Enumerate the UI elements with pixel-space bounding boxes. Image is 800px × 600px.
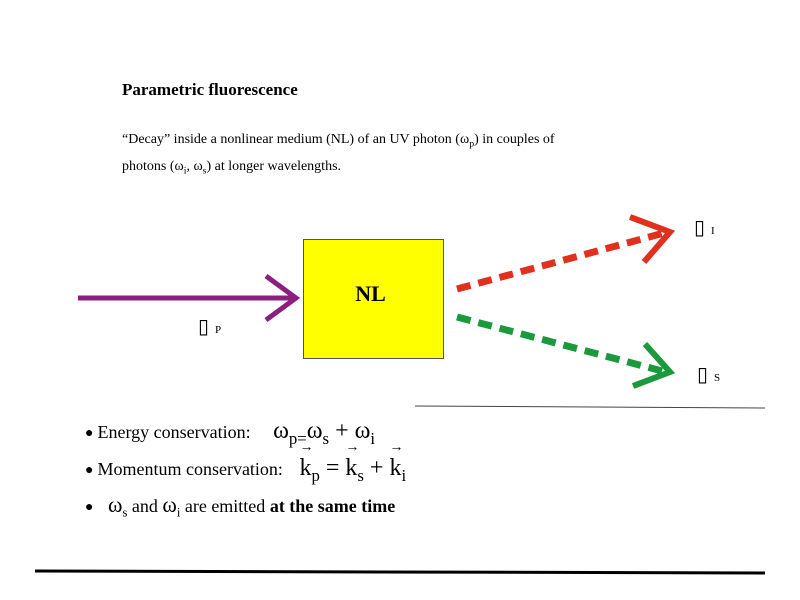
- omega-symbol: ω: [107, 492, 123, 517]
- description-line-1: “Decay” inside a nonlinear medium (NL) o…: [122, 128, 555, 155]
- subscript-i: i: [370, 428, 376, 448]
- same-time-text: at the same time: [269, 496, 396, 516]
- momentum-bullet: ●Momentum conservation: kp = ks + ki: [85, 441, 406, 486]
- bullet-dot: ●: [85, 426, 94, 441]
- energy-label: Energy conservation:: [97, 422, 251, 442]
- subscript-s: s: [202, 165, 207, 177]
- omega-symbol: ω: [273, 418, 289, 444]
- k-vector: k: [299, 441, 313, 482]
- omega-symbol: ω: [306, 418, 323, 444]
- omega-symbol: ω: [459, 132, 470, 147]
- description-text: ,: [186, 159, 194, 175]
- nonlinear-medium-box: [303, 239, 444, 359]
- emitted-text: are emitted: [184, 496, 266, 516]
- plus-sign: +: [335, 418, 349, 444]
- subscript-i: i: [176, 505, 181, 520]
- signal-arrowhead: [631, 342, 676, 389]
- idler-beam: [456, 229, 665, 293]
- omega-symbol: ω: [193, 159, 203, 175]
- idler-label: ▯I: [694, 215, 715, 239]
- k-vector: k: [389, 441, 403, 482]
- subscript-s: s: [357, 465, 364, 485]
- missing-glyph-icon: ▯: [694, 215, 706, 239]
- missing-glyph-icon: ▯: [697, 362, 709, 386]
- subscript-s: s: [322, 428, 330, 448]
- subscript-i: i: [183, 165, 187, 177]
- momentum-label: Momentum conservation:: [97, 459, 283, 479]
- subscript-p: p: [469, 138, 475, 150]
- equals-sign: =: [325, 455, 340, 481]
- omega-symbol: ω: [162, 492, 177, 517]
- idler-arrowhead: [628, 214, 676, 264]
- subscript-p: p: [311, 465, 320, 485]
- pump-arrowhead: [264, 273, 301, 323]
- pump-subscript: P: [215, 324, 222, 336]
- plus-sign: +: [369, 455, 384, 481]
- short-divider: [414, 405, 766, 409]
- signal-beam: [456, 313, 667, 376]
- pump-label: ▯P: [198, 314, 221, 338]
- bullet-dot: ●: [85, 463, 94, 478]
- missing-glyph-icon: ▯: [198, 314, 210, 338]
- description-text: “Decay” inside a nonlinear medium (NL) o…: [122, 132, 460, 147]
- description: “Decay” inside a nonlinear medium (NL) o…: [122, 128, 555, 183]
- omega-symbol: ω: [354, 418, 371, 444]
- description-line-2: photons (ωi, ωs) at longer wavelengths.: [122, 155, 555, 182]
- k-vector: k: [345, 441, 359, 482]
- bullet-dot: ●: [85, 500, 94, 515]
- bottom-divider: [34, 569, 766, 575]
- momentum-equation: kp = ks + ki: [299, 441, 406, 485]
- signal-label: ▯S: [697, 362, 720, 386]
- description-text: ) in couples of: [474, 132, 555, 147]
- time-bullet: ● ωs and ωi are emitted at the same time: [85, 492, 395, 520]
- energy-bullet: ●Energy conservation: ωp=ωs + ωi: [85, 418, 375, 449]
- subscript-s: s: [122, 505, 128, 520]
- energy-equation: ωp=ωs + ωi: [273, 418, 375, 448]
- idler-subscript: I: [711, 225, 715, 237]
- omega-symbol: ω: [174, 159, 184, 175]
- subscript-i: i: [401, 465, 407, 485]
- nonlinear-medium-label: NL: [355, 281, 386, 306]
- description-text: ) at longer wavelengths.: [206, 159, 342, 175]
- and-text: and: [131, 496, 158, 516]
- page-title: Parametric fluorescence: [122, 80, 298, 99]
- description-text: photons (: [122, 159, 175, 175]
- signal-subscript: S: [714, 372, 721, 384]
